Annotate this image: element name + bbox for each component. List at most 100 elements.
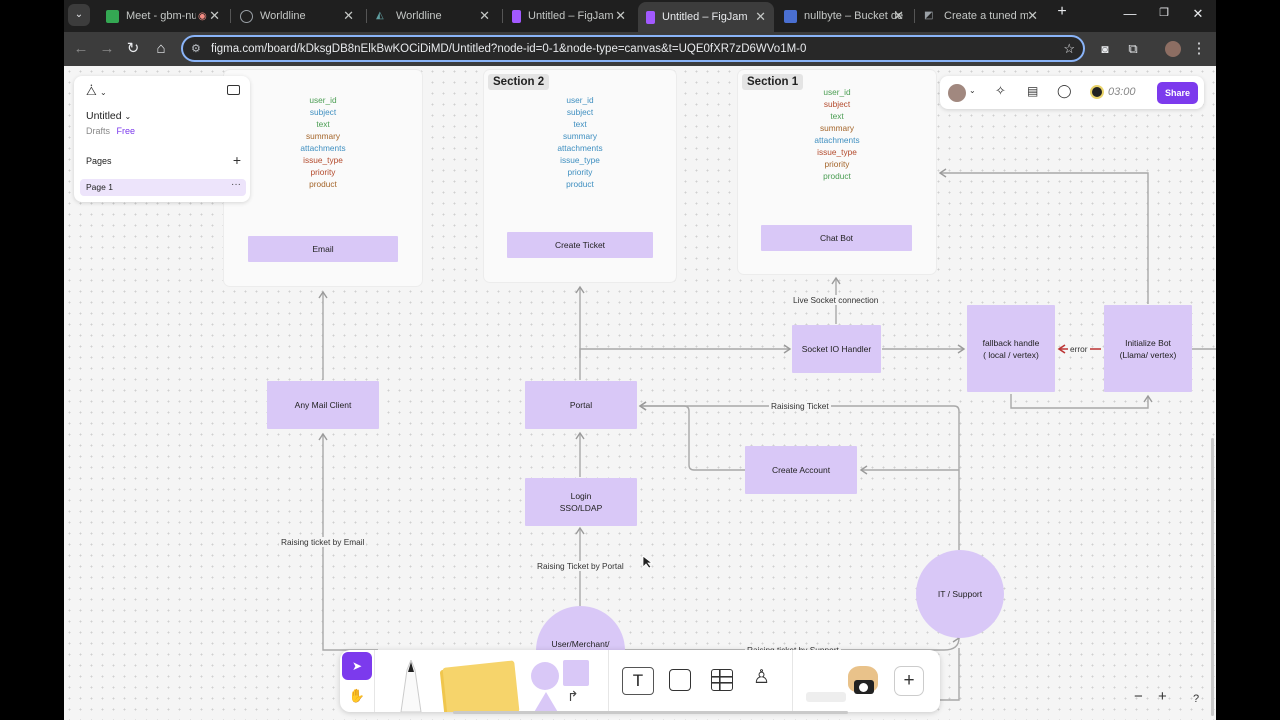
home-icon[interactable]: ⌂ [156, 40, 166, 57]
table-tool-icon[interactable] [711, 669, 733, 691]
square-shape-tool-icon[interactable] [563, 660, 589, 686]
error-label[interactable]: error [1068, 344, 1090, 354]
bookmark-star-icon[interactable]: ☆ [1063, 40, 1075, 56]
close-tab-icon[interactable]: ✕ [1027, 8, 1038, 23]
connector-tool-icon[interactable]: ↱ [567, 688, 579, 704]
field-product: product [566, 179, 594, 189]
tab-figjam-1[interactable]: Untitled – FigJam ✕ [504, 4, 634, 28]
add-page-icon[interactable]: + [232, 152, 241, 168]
raising-ticket-label[interactable]: Raisising Ticket [769, 401, 831, 411]
zoom-out-icon[interactable]: − [1134, 688, 1143, 705]
incognito-icon[interactable]: ◙ [1101, 42, 1109, 56]
extensions-icon[interactable]: ⧉ [1128, 41, 1138, 56]
zoom-in-icon[interactable]: + [1158, 688, 1167, 705]
hand-tool-icon[interactable]: ✋ [348, 688, 366, 703]
close-tab-icon[interactable]: ✕ [343, 8, 354, 23]
site-info-icon[interactable]: ⚙ [191, 43, 201, 55]
timer-icon[interactable] [1090, 85, 1104, 99]
url-text[interactable]: figma.com/board/kDksgDB8nElkBwKOCiDiMD/U… [211, 42, 807, 55]
more-tools-button[interactable]: + [894, 666, 924, 696]
figma-favicon-icon [646, 10, 655, 24]
initialize-bot-node[interactable]: Initialize Bot (Llama/ vertex) [1104, 305, 1192, 392]
globe-favicon-icon [240, 9, 253, 23]
tab-strip: ⌄ Meet - gbm-nuvi ◉ ✕ Worldline ✕ ◭ Worl… [64, 0, 1216, 32]
move-tool-icon[interactable]: ➤ [342, 652, 372, 680]
comment-icon[interactable]: ◯ [1057, 83, 1072, 98]
sidebar-toggle-icon[interactable] [227, 85, 240, 95]
create-ticket-node[interactable]: Create Ticket [507, 232, 653, 258]
sticky-note-tool-icon[interactable] [442, 660, 520, 712]
recording-icon: ◉ [198, 10, 207, 22]
login-node[interactable]: Login SSO/LDAP [525, 478, 637, 526]
forward-icon[interactable]: → [99, 40, 115, 57]
text-tool-icon[interactable]: T [622, 667, 654, 695]
restore-icon[interactable]: ❐ [1159, 7, 1169, 19]
it-support-node[interactable]: IT / Support [916, 550, 1004, 638]
tab-figjam-active[interactable]: Untitled – FigJam ✕ [638, 2, 774, 32]
plan-badge[interactable]: Free [116, 126, 136, 136]
profile-avatar[interactable] [1165, 41, 1181, 57]
socket-io-handler-node[interactable]: Socket IO Handler [792, 325, 881, 373]
tab-search-icon[interactable]: ⌄ [68, 4, 90, 26]
reload-icon[interactable]: ↻ [126, 40, 140, 57]
tab-tuned-model[interactable]: ◩ Create a tuned mode ✕ [916, 4, 1046, 28]
section-1-label[interactable]: Section 1 [742, 74, 804, 90]
page-options-icon[interactable]: ··· [231, 179, 241, 190]
tab-title: Untitled – FigJam [662, 11, 748, 23]
templates-icon[interactable]: ▤ [1027, 84, 1039, 98]
minimize-icon[interactable]: — [1123, 6, 1137, 21]
address-bar[interactable]: ⚙ figma.com/board/kDksgDB8nElkBwKOCiDiMD… [181, 35, 1085, 62]
portal-node[interactable]: Portal [525, 381, 637, 429]
figma-menu-icon[interactable]: ⧊ ⌄ [86, 84, 107, 98]
close-tab-icon[interactable]: ✕ [615, 8, 626, 23]
section-tool-icon[interactable] [669, 669, 691, 691]
help-icon[interactable]: ? [1192, 693, 1200, 705]
timer-value[interactable]: 03:00 [1108, 86, 1136, 98]
tab-meet[interactable]: Meet - gbm-nuvi ◉ ✕ [98, 4, 228, 28]
stamp-tool-icon[interactable]: ♙ [753, 667, 771, 688]
file-name[interactable]: Untitled ⌄ [86, 110, 132, 122]
tab-title: Untitled – FigJam [528, 10, 614, 22]
browser-menu-icon[interactable]: ⋮ [1191, 40, 1207, 57]
widget-tool-icon[interactable] [806, 692, 846, 702]
back-icon[interactable]: ← [73, 40, 89, 57]
drafts-label[interactable]: Drafts [86, 126, 111, 136]
email-node[interactable]: Email [248, 236, 398, 262]
close-tab-icon[interactable]: ✕ [755, 9, 766, 24]
new-tab-icon[interactable]: + [1057, 3, 1067, 20]
vertical-scrollbar[interactable] [1211, 438, 1214, 716]
any-mail-client-node[interactable]: Any Mail Client [267, 381, 379, 429]
section-2-label[interactable]: Section 2 [488, 74, 550, 90]
raising-by-portal-label[interactable]: Raising Ticket by Portal [535, 561, 626, 571]
live-socket-label[interactable]: Live Socket connection [791, 295, 881, 305]
close-window-icon[interactable]: ✕ [1192, 6, 1204, 21]
circle-shape-tool-icon[interactable] [531, 662, 559, 690]
zoom-controls: − + ? [1128, 686, 1210, 712]
tab-title: Create a tuned mode [944, 10, 1028, 22]
close-tab-icon[interactable]: ✕ [209, 8, 220, 23]
avatar-chevron-icon[interactable]: ⌄ [969, 86, 976, 95]
tab-worldline-2[interactable]: ◭ Worldline ✕ [368, 4, 498, 28]
raising-by-email-label[interactable]: Raising ticket by Email [279, 537, 367, 547]
bucket-favicon-icon [784, 9, 797, 23]
pages-heading: Pages [86, 156, 112, 166]
user-avatar[interactable] [948, 84, 966, 102]
ai-sparkle-icon[interactable]: ✧ [995, 83, 1006, 98]
close-tab-icon[interactable]: ✕ [893, 8, 904, 23]
horizontal-scrollbar[interactable] [453, 711, 848, 714]
pen-tool-icon[interactable] [395, 660, 423, 712]
fallback-handle-node[interactable]: fallback handle ( local / vertex) [967, 305, 1055, 392]
create-account-node[interactable]: Create Account [745, 446, 857, 494]
page-list-item[interactable]: Page 1 ··· [80, 179, 246, 196]
tab-nullbyte[interactable]: nullbyte – Bucket de ✕ [776, 4, 912, 28]
share-button[interactable]: Share [1157, 82, 1198, 104]
media-tool-icon[interactable] [848, 666, 878, 694]
close-tab-icon[interactable]: ✕ [479, 8, 490, 23]
tab-worldline-1[interactable]: Worldline ✕ [232, 4, 362, 28]
chat-bot-node[interactable]: Chat Bot [761, 225, 912, 251]
triangle-shape-tool-icon[interactable] [533, 692, 559, 712]
